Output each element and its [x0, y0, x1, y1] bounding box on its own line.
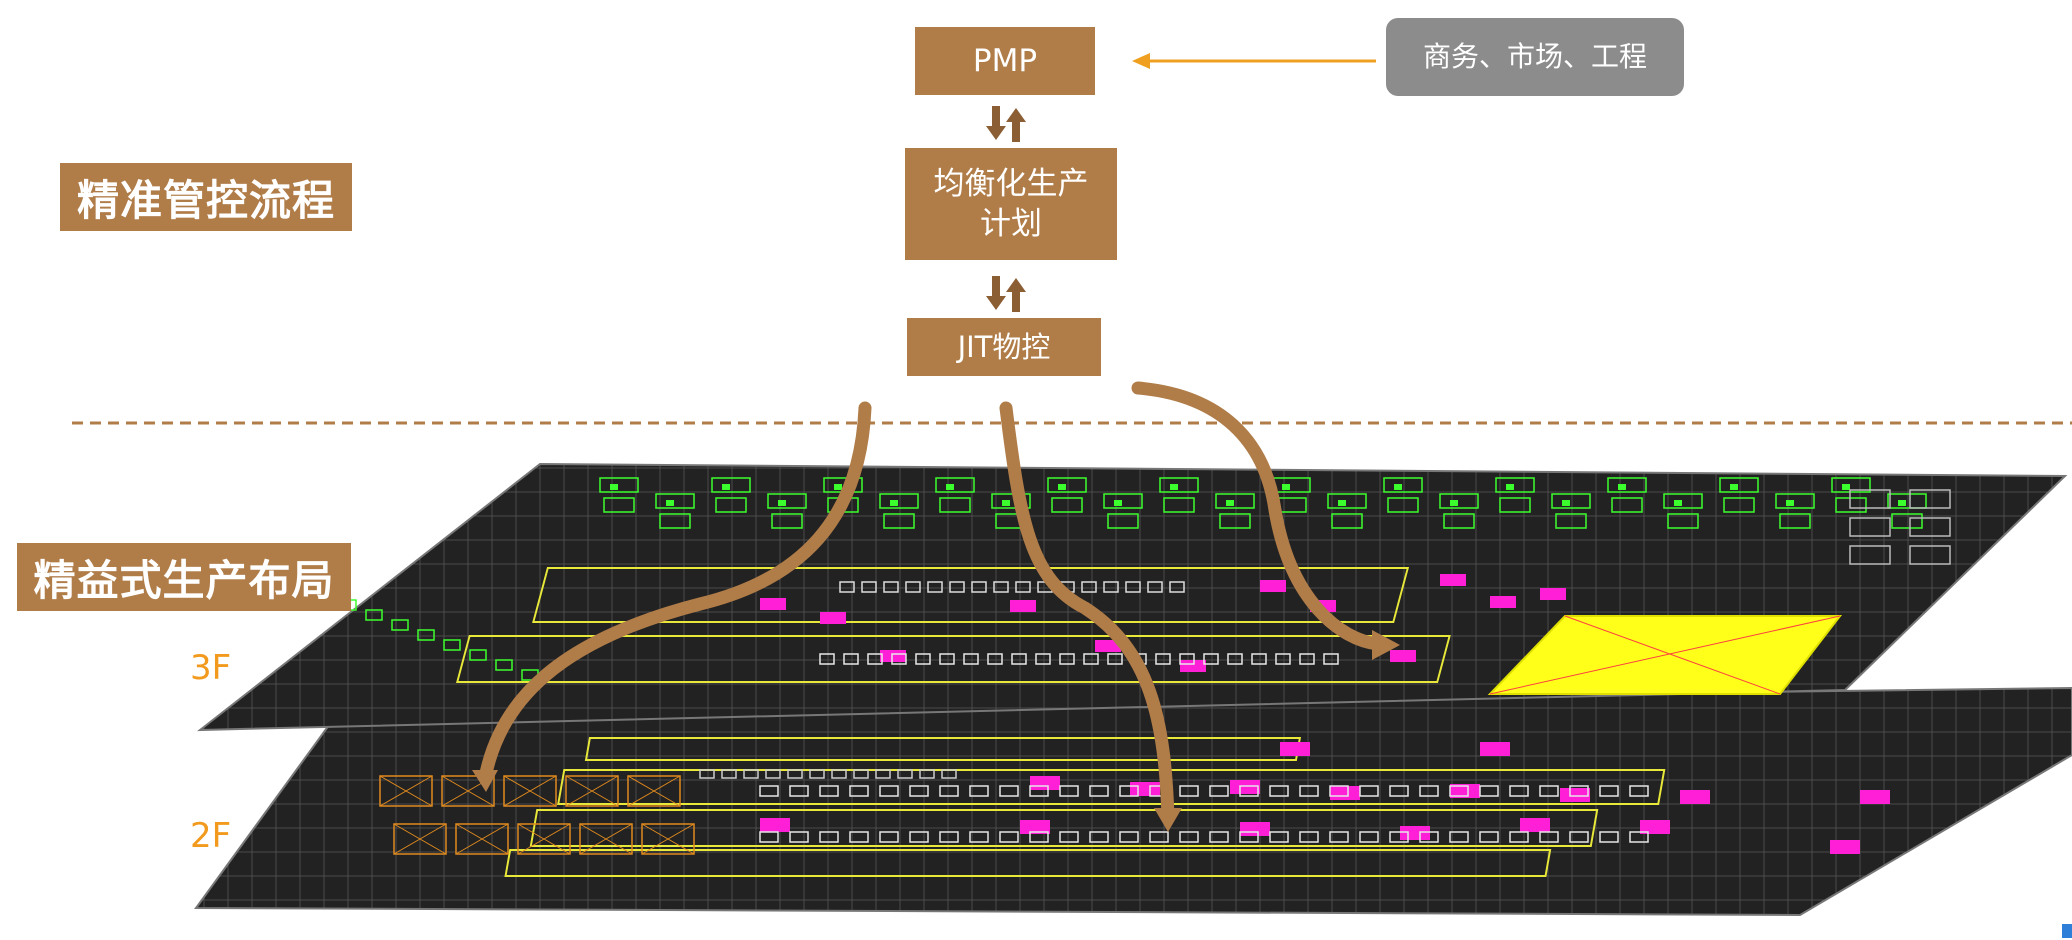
floor-label-2f: 2F [190, 816, 232, 856]
floor-3f-plan [197, 462, 2068, 732]
down-up-arrows-icon [986, 106, 1026, 142]
external-input-box: 商务、市场、工程 [1386, 18, 1684, 96]
corner-marker [2062, 924, 2072, 938]
section-label-process: 精准管控流程 [60, 163, 352, 231]
floor-2f-plan [194, 686, 2072, 917]
section-label-layout: 精益式生产布局 [17, 543, 351, 611]
external-input-label: 商务、市场、工程 [1422, 40, 1647, 73]
floor-label-3f: 3F [190, 648, 232, 688]
section-label-layout-text: 精益式生产布局 [33, 555, 335, 605]
pmp-label: PMP [972, 43, 1038, 79]
jit-flow-connectors [478, 381, 1385, 825]
pmp-box: PMP [915, 27, 1095, 95]
balanced-production-plan-box: 均衡化生产计划 [905, 148, 1117, 260]
jit-material-control-box: JIT物控 [907, 318, 1101, 376]
down-up-arrows-icon [986, 276, 1026, 312]
balanced-production-plan-label: 均衡化生产计划 [933, 166, 1089, 242]
section-label-process-text: 精准管控流程 [76, 175, 335, 225]
jit-material-control-label: JIT物控 [957, 330, 1051, 364]
